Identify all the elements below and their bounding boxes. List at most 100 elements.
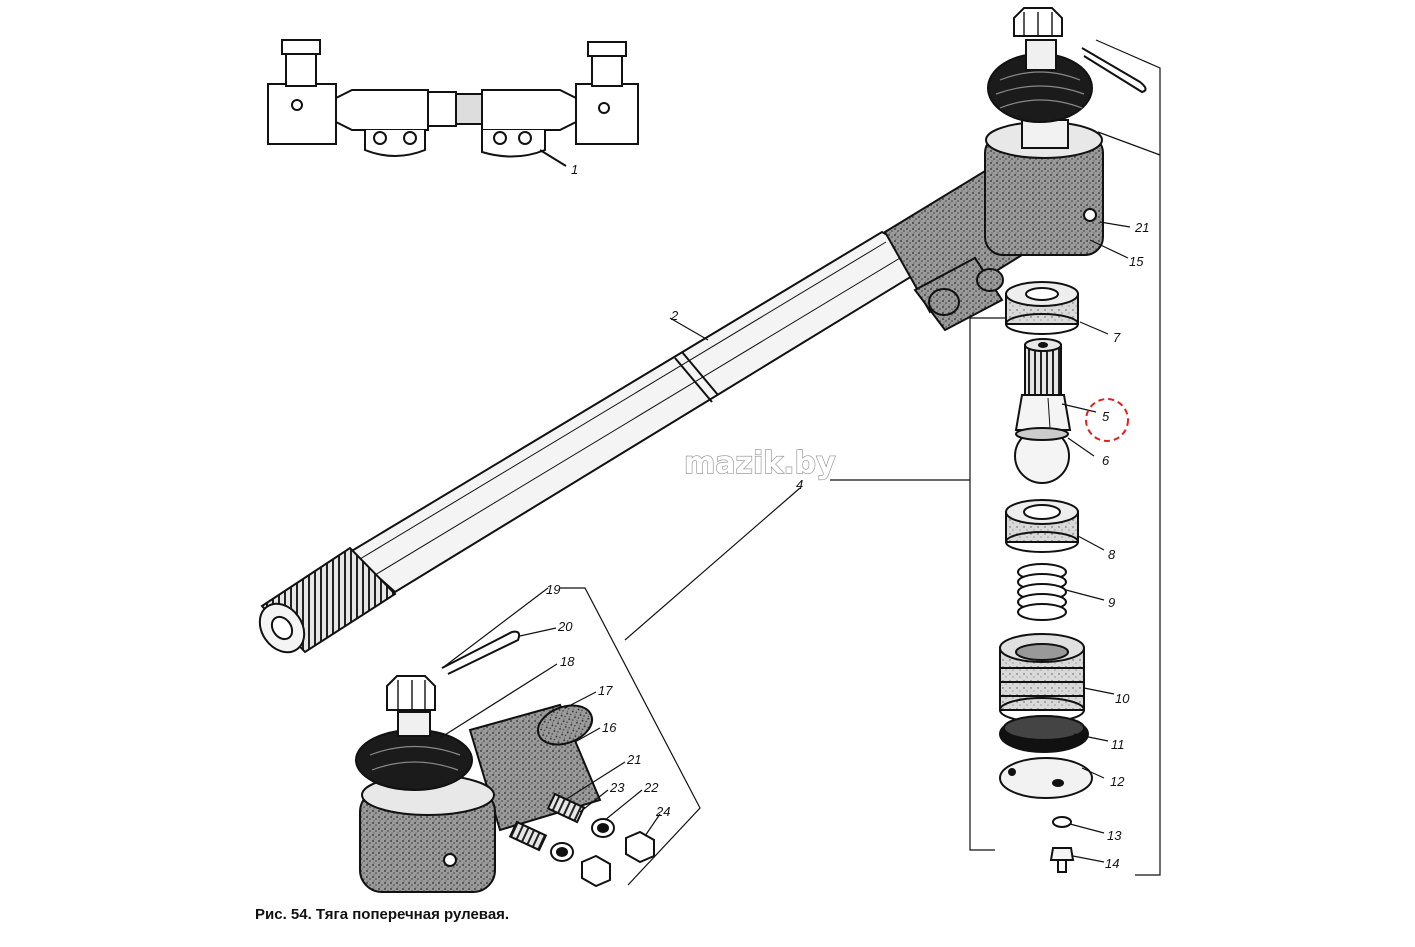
- leader-13: [1069, 823, 1105, 834]
- watermark-text: mazik.by: [684, 446, 836, 481]
- overview-bolt-lug-right: [481, 130, 546, 158]
- leader-16: [574, 727, 601, 743]
- tube-highlight-2: [369, 254, 906, 579]
- bracket-lower-assembly: [560, 587, 701, 886]
- overview-bolt-d: [518, 131, 532, 145]
- overview-assembly: [267, 39, 639, 167]
- overview-left-clamp: [335, 89, 429, 131]
- overview-right-clamp: [481, 89, 577, 131]
- overview-bolt-lug-left: [364, 130, 426, 157]
- upper-clamp-nut-1: [928, 288, 960, 316]
- tube-end-bore: [270, 615, 294, 641]
- overview-right-stud: [591, 55, 623, 87]
- part-14-bolt: [1049, 847, 1075, 873]
- leader-7: [1079, 321, 1109, 335]
- upper-end-boot-ribs: [995, 71, 1085, 109]
- leader-24: [644, 813, 661, 837]
- leader-4-to-lower: [624, 487, 801, 641]
- overview-hole-right: [598, 102, 610, 114]
- part-13-washer: [1052, 816, 1072, 828]
- part-8-ring: [1005, 499, 1079, 553]
- overview-bolt-b: [403, 131, 417, 145]
- part-7-ring: [1005, 281, 1079, 335]
- leader-21-lower: [564, 761, 626, 801]
- bracket-exploded-stack: [969, 317, 1006, 851]
- upper-grease-nipple: [1083, 208, 1097, 222]
- callout-12: 12: [1110, 774, 1125, 789]
- tube-body: [348, 230, 937, 594]
- callout-10: 10: [1115, 691, 1130, 706]
- leader-20: [519, 627, 557, 637]
- tube-highlight-1: [354, 241, 887, 563]
- leader-19: [444, 587, 549, 667]
- overview-rod-middle: [427, 91, 457, 127]
- lower-tie-rod-end: [355, 630, 655, 893]
- exploded-parts: [999, 281, 1093, 873]
- part-12-cover-plate: [999, 757, 1093, 799]
- callout-21-lower: 21: [626, 752, 641, 767]
- leader-9: [1065, 589, 1105, 601]
- callout-8: 8: [1108, 547, 1116, 562]
- callout-18: 18: [560, 654, 575, 669]
- upper-end-stud-shank: [1021, 119, 1069, 149]
- leader-12: [1081, 767, 1105, 779]
- leader-1: [539, 149, 567, 167]
- callout-labels: 1 2 4 5 6 7 8 9 10 11 12 13 14 15 16 17 …: [546, 162, 1149, 871]
- callout-7: 7: [1113, 330, 1121, 345]
- callout-22: 22: [643, 780, 659, 795]
- upper-tie-rod-end: [883, 7, 1147, 332]
- leader-upper-boot: [1097, 131, 1161, 156]
- callout-4: 4: [796, 477, 803, 492]
- leader-15: [1089, 239, 1129, 259]
- leader-14: [1072, 855, 1105, 863]
- leader-10: [1083, 687, 1115, 695]
- bracket-right-tall: [1095, 39, 1161, 876]
- callout-11: 11: [1111, 737, 1125, 752]
- lower-end-boot: [355, 729, 473, 791]
- overview-left-stud: [285, 53, 317, 87]
- leader-17: [564, 691, 597, 709]
- callout-2: 2: [670, 308, 679, 323]
- leader-11: [1073, 733, 1109, 742]
- callout-17: 17: [598, 683, 613, 698]
- lower-clamp-bolt-upper: [546, 792, 655, 864]
- callout-19: 19: [546, 582, 560, 597]
- callout-15: 15: [1129, 254, 1144, 269]
- upper-end-stud: [1025, 39, 1057, 71]
- tube-ring-mid-a: [674, 357, 713, 403]
- figure-caption: Рис. 54. Тяга поперечная рулевая.: [255, 906, 510, 923]
- part-5-ball-stud: [1014, 338, 1072, 431]
- overview-left-tip: [267, 83, 337, 145]
- upper-cotter-pin: [1081, 47, 1147, 94]
- part-9-spring: [1017, 563, 1067, 621]
- leader-lines: [439, 39, 1161, 886]
- callout-6: 6: [1102, 453, 1110, 468]
- callout-5: 5: [1102, 409, 1110, 424]
- leader-2: [669, 317, 709, 341]
- overview-right-nut: [587, 41, 627, 57]
- overview-left-nut: [281, 39, 321, 55]
- callout-1: 1: [571, 162, 578, 177]
- callout-16: 16: [602, 720, 617, 735]
- callout-24: 24: [655, 804, 670, 819]
- overview-rod-joint: [455, 93, 483, 125]
- tie-rod-tube: [258, 230, 937, 654]
- overview-bolt-a: [373, 131, 387, 145]
- leader-5: [1061, 403, 1097, 413]
- highlight-circle: [1085, 398, 1129, 442]
- lower-clamp-bolt-lower: [508, 820, 611, 888]
- lower-cotter-pin: [441, 630, 521, 675]
- callout-20: 20: [557, 619, 573, 634]
- lower-end-boot-ribs: [369, 745, 461, 771]
- overview-right-tip: [575, 83, 639, 145]
- leader-23: [579, 789, 609, 813]
- callout-13: 13: [1107, 828, 1122, 843]
- lower-end-stud: [397, 711, 431, 737]
- callout-23: 23: [609, 780, 625, 795]
- part-10-plug: [999, 633, 1085, 723]
- lower-grease-nipple: [443, 853, 457, 867]
- overview-hole-left: [291, 99, 303, 111]
- overview-bolt-c: [493, 131, 507, 145]
- callout-21-upper: 21: [1134, 220, 1149, 235]
